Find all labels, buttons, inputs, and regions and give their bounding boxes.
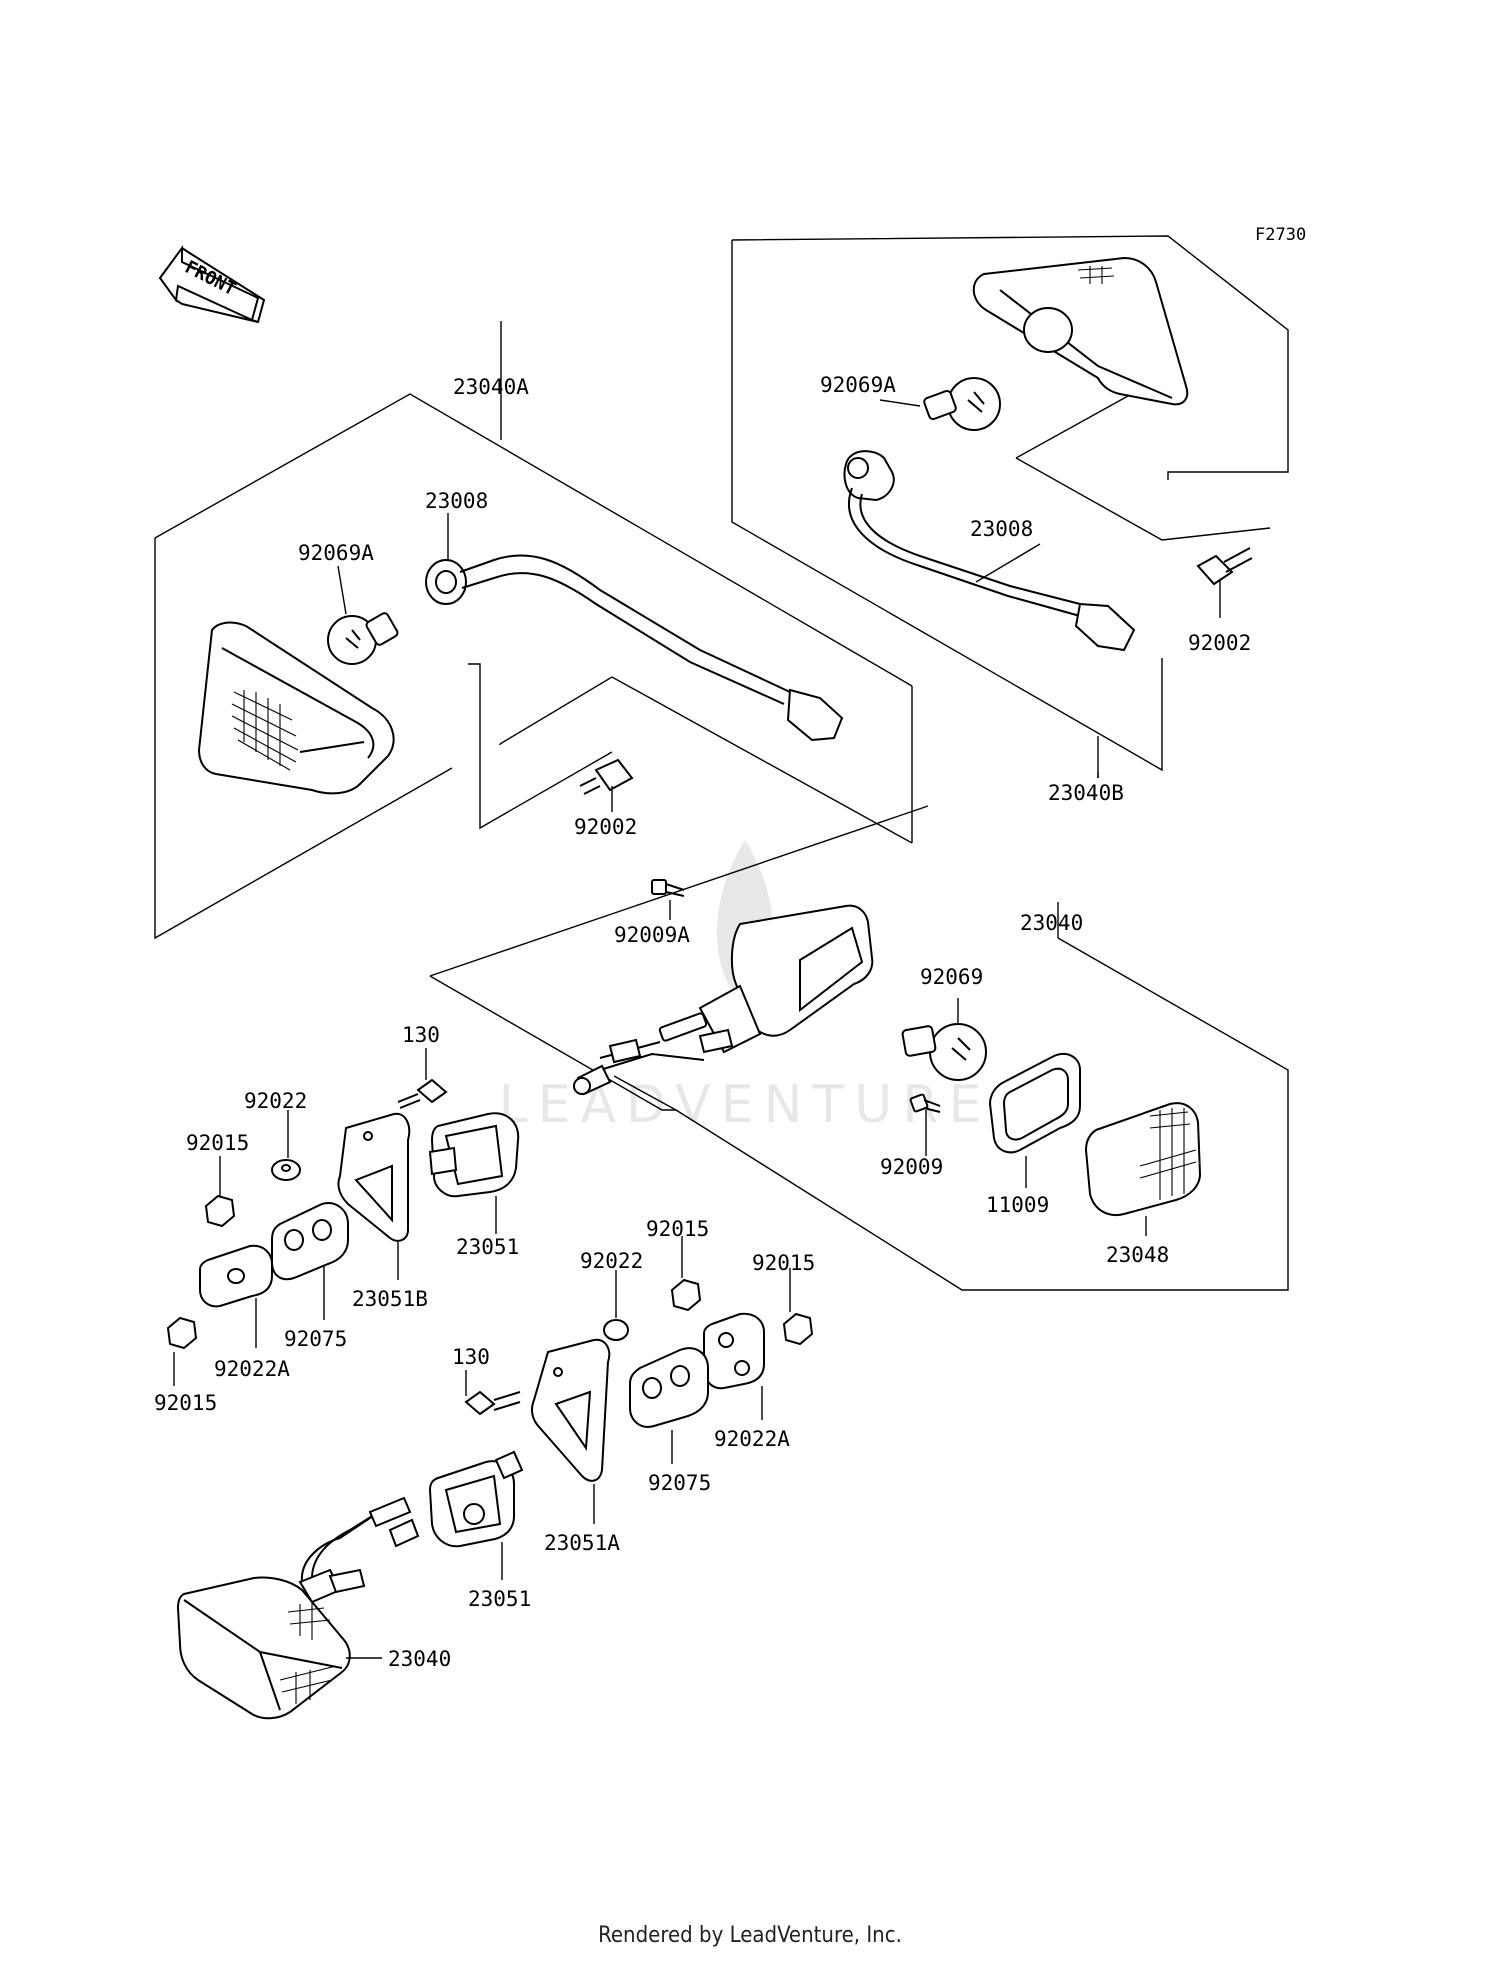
lens-23048 — [1084, 1102, 1202, 1216]
callout-92015-right: 92015 — [752, 1251, 815, 1275]
turn-signal-housing-middle — [573, 904, 874, 1096]
callout-92022A-left: 92022A — [214, 1357, 290, 1381]
callout-92075-left: 92075 — [284, 1327, 347, 1351]
callout-23040-bottom: 23040 — [388, 1647, 451, 1671]
callout-130-bottom: 130 — [452, 1345, 490, 1369]
callout-92002-left: 92002 — [574, 815, 637, 839]
bolt-right — [1196, 547, 1253, 586]
turn-signal-lens-right — [972, 256, 1189, 406]
callout-92009A: 92009A — [614, 923, 690, 947]
front-arrow-icon: FRONT — [158, 244, 266, 324]
callout-23040-top: 23040 — [1020, 911, 1083, 935]
turn-signal-bottom — [176, 1496, 420, 1720]
callout-23008-right: 23008 — [970, 517, 1033, 541]
figure-code: F2730 — [1255, 225, 1306, 245]
callout-92022-top: 92022 — [244, 1089, 307, 1113]
callout-92002-right: 92002 — [1188, 631, 1251, 655]
bulb-92069 — [901, 1023, 987, 1081]
callout-23051A: 23051A — [544, 1531, 620, 1555]
gasket-11009 — [988, 1052, 1081, 1154]
screw-92009A — [651, 879, 685, 897]
callout-23051B: 23051B — [352, 1287, 428, 1311]
assembly-outline-23040 — [429, 805, 1289, 1291]
callout-92015-bottom: 92015 — [154, 1391, 217, 1415]
callout-92022A-right: 92022A — [714, 1427, 790, 1451]
mount-hardware-upper — [166, 1078, 520, 1350]
callout-23040B: 23040B — [1048, 781, 1124, 805]
callout-92069A-left: 92069A — [298, 541, 374, 565]
callout-23051-bottom: 23051 — [468, 1587, 531, 1611]
socket-harness-right — [843, 450, 1136, 652]
callout-92069A-right: 92069A — [820, 373, 896, 397]
callout-92015-left: 92015 — [186, 1131, 249, 1155]
callout-92015-mid: 92015 — [646, 1217, 709, 1241]
callout-23040A: 23040A — [453, 375, 529, 399]
screw-92009 — [909, 1093, 941, 1113]
leader-lines — [173, 399, 1221, 1659]
assembly-outline-23040A — [154, 321, 913, 940]
callout-23048: 23048 — [1106, 1243, 1169, 1267]
footer-credit: Rendered by LeadVenture, Inc. — [598, 1923, 902, 1948]
mount-hardware-lower — [428, 1278, 814, 1548]
turn-signal-lens-left — [197, 621, 395, 795]
callout-11009: 11009 — [986, 1193, 1049, 1217]
bolt-left — [579, 758, 634, 795]
callout-92009: 92009 — [880, 1155, 943, 1179]
callout-92022-mid: 92022 — [580, 1249, 643, 1273]
callout-130-top: 130 — [402, 1023, 440, 1047]
socket-harness-left — [425, 554, 844, 742]
callout-labels: 23040A 23008 92069A 92002 92069A 23008 9… — [154, 373, 1251, 1671]
bulb-right — [923, 377, 1001, 431]
assembly-outline-23040B — [731, 235, 1289, 778]
callout-92069: 92069 — [920, 965, 983, 989]
callout-23008-left: 23008 — [425, 489, 488, 513]
callout-92075-right: 92075 — [648, 1471, 711, 1495]
callout-23051-top: 23051 — [456, 1235, 519, 1259]
bulb-left — [327, 612, 399, 665]
